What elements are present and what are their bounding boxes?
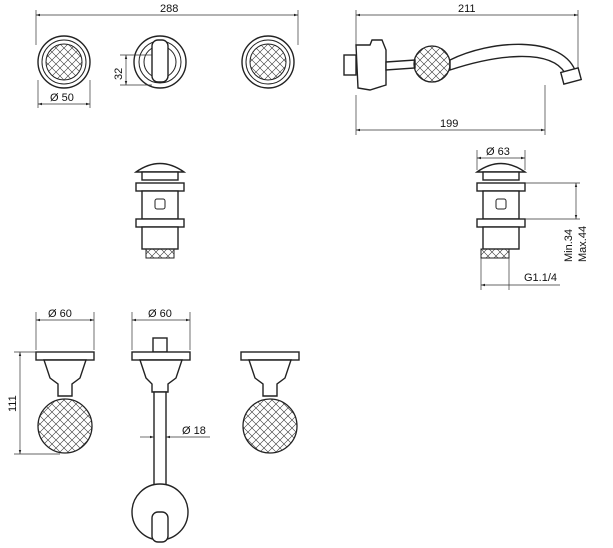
dim-max-44: Max.44 xyxy=(577,226,589,262)
dim-288: 288 xyxy=(160,3,178,15)
dim-diameter-63: Ø 63 xyxy=(486,146,510,158)
spout-base-top xyxy=(133,35,187,89)
rosette-right xyxy=(241,35,295,89)
waste-right: Ø 63 Min.34 Max.44 G1.1/4 xyxy=(474,146,589,290)
handle-left xyxy=(35,351,95,454)
dim-thread: G1.1/4 xyxy=(524,272,557,284)
spout-side-view: 211 199 xyxy=(343,3,583,135)
dim-211: 211 xyxy=(458,3,476,15)
dim-111: 111 xyxy=(7,395,19,412)
rosette-left xyxy=(37,35,91,89)
waste-left xyxy=(133,162,187,259)
dim-diameter-60-center: Ø 60 xyxy=(148,308,172,320)
dim-min-34: Min.34 xyxy=(563,229,575,262)
spout-front xyxy=(131,337,191,543)
dim-199: 199 xyxy=(440,118,458,130)
top-plan-view: 288 Ø 50 32 xyxy=(35,3,299,108)
dim-diameter-50: Ø 50 xyxy=(50,92,74,104)
front-view: Ø 60 Ø 60 Ø 18 111 xyxy=(7,308,300,543)
dim-diameter-60-left: Ø 60 xyxy=(48,308,72,320)
dim-32: 32 xyxy=(113,68,125,80)
handle-right xyxy=(240,351,300,454)
dim-diameter-18: Ø 18 xyxy=(182,425,206,437)
